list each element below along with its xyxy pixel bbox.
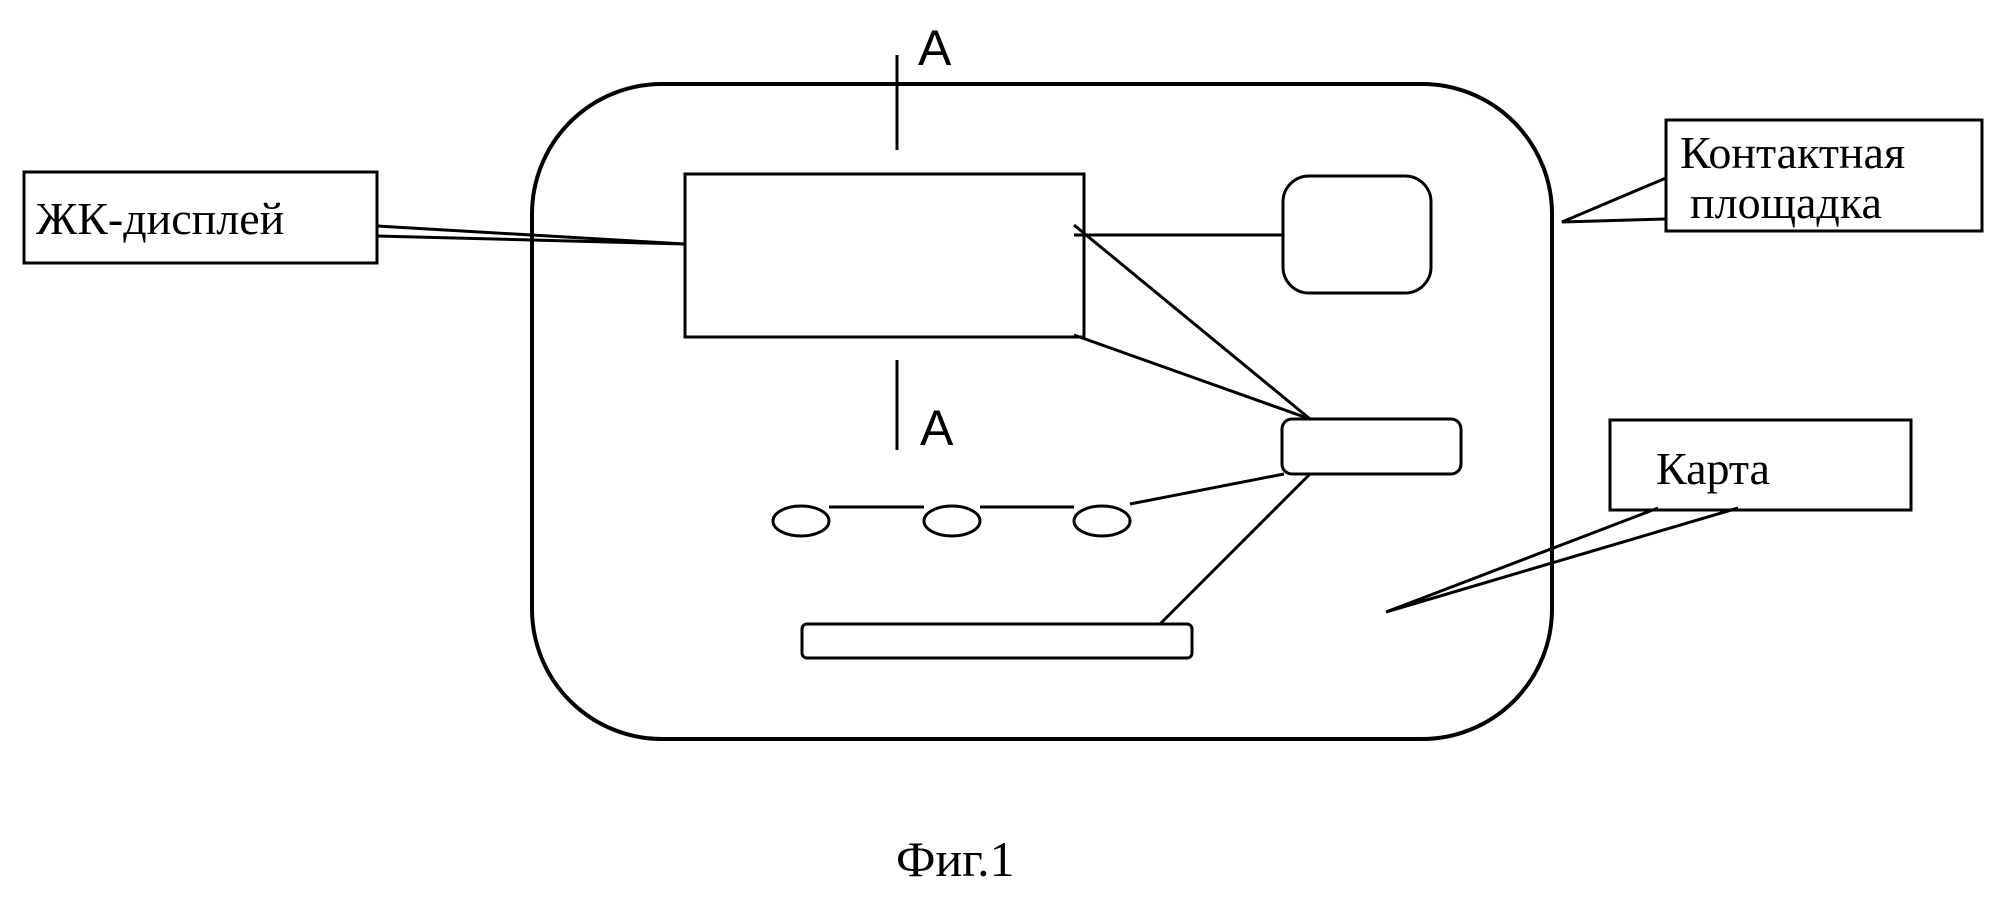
card-leader — [1386, 508, 1738, 612]
buttons-to-chip-line — [1130, 474, 1284, 504]
button-2 — [924, 506, 980, 536]
button-3 — [1074, 506, 1130, 536]
button-1 — [773, 506, 829, 536]
chip — [1282, 419, 1461, 474]
battery-strip — [802, 624, 1192, 658]
contact-pad-label-line2: площадка — [1690, 177, 1882, 228]
contact-pad — [1283, 176, 1431, 293]
chip-to-strip-line — [1160, 474, 1310, 624]
contact-pad-label-line1: Контактная — [1680, 127, 1905, 178]
figure-caption: Фиг.1 — [896, 831, 1015, 887]
lcd-to-chip-line — [1074, 225, 1310, 419]
section-mark-top: A — [918, 20, 952, 76]
card-label-text: Карта — [1656, 443, 1770, 494]
section-mark-bottom: A — [920, 400, 954, 456]
lcd-label-text: ЖК-дисплей — [36, 193, 284, 244]
lcd-to-chip-line-2 — [1074, 335, 1310, 419]
lcd-display-rect — [685, 174, 1084, 337]
contact-pad-leader — [1562, 178, 1666, 222]
